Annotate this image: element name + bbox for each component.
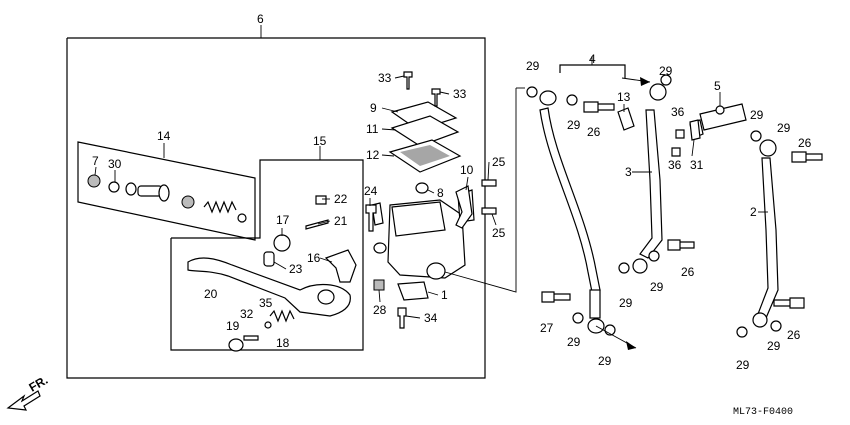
- callout-15: 15: [313, 134, 327, 148]
- callout-29f: 29: [567, 335, 581, 349]
- brake-switch: [397, 281, 429, 301]
- callout-29g: 29: [598, 354, 612, 368]
- callout-10: 10: [460, 163, 474, 177]
- callout-9: 9: [370, 101, 377, 115]
- callout-29c: 29: [659, 64, 673, 78]
- callout-28: 28: [373, 303, 387, 317]
- callout-29i: 29: [767, 339, 781, 353]
- callout-11: 11: [366, 122, 379, 136]
- hose-bracket-4: [559, 56, 626, 78]
- callout-4: 4: [589, 52, 596, 66]
- callout-25a: 25: [492, 155, 506, 169]
- joint-bolts: [671, 119, 701, 157]
- callout-33a: 33: [378, 71, 392, 85]
- callout-23: 23: [289, 262, 303, 276]
- callout-7: 7: [92, 154, 99, 168]
- brake-hose-upper: [539, 90, 605, 334]
- arrow-icon: [626, 77, 650, 350]
- callout-26d: 26: [787, 328, 801, 342]
- front-direction-arrow-icon: [6, 390, 41, 411]
- assembly-14-frame: [77, 141, 256, 241]
- brake-hose-2: [752, 139, 779, 328]
- diagram-code: ML73-F0400: [733, 407, 793, 418]
- callout-34: 34: [424, 311, 438, 325]
- assembly-15-frame: [170, 146, 364, 351]
- banjo-bolts: [541, 101, 823, 309]
- callout-18: 18: [276, 336, 290, 350]
- callout-29d: 29: [619, 296, 633, 310]
- callout-labels: 1 2 3 4 5 6 7 8 9 10 11 12 13 14 15 16 1…: [92, 12, 812, 372]
- callout-5: 5: [714, 79, 721, 93]
- callout-36b: 36: [668, 158, 682, 172]
- callout-26b: 26: [681, 265, 695, 279]
- callout-8: 8: [437, 186, 444, 200]
- callout-21: 21: [334, 214, 348, 228]
- callout-19: 19: [226, 319, 240, 333]
- callout-29e: 29: [650, 280, 664, 294]
- callout-16: 16: [307, 251, 321, 265]
- brake-hose-3: [632, 83, 667, 274]
- callout-26a: 26: [587, 125, 601, 139]
- callout-17: 17: [276, 213, 290, 227]
- small-screws: [365, 71, 497, 329]
- clamp-bracket: [455, 185, 473, 229]
- callout-14: 14: [157, 129, 171, 143]
- callout-3: 3: [625, 165, 632, 179]
- callout-30: 30: [108, 157, 122, 171]
- reservoir-cap-stack: [388, 101, 462, 194]
- piston-kit-parts: [87, 174, 247, 223]
- front-direction-label: FR.: [27, 373, 51, 395]
- callout-29a: 29: [526, 59, 540, 73]
- callout-31: 31: [690, 158, 704, 172]
- callout-26c: 26: [798, 136, 812, 150]
- callout-29j: 29: [736, 358, 750, 372]
- callout-29k: 29: [777, 121, 791, 135]
- callout-12: 12: [366, 148, 380, 162]
- callout-29b: 29: [567, 118, 581, 132]
- lever-pivot-parts: [228, 195, 357, 352]
- callout-35: 35: [259, 296, 273, 310]
- callout-32: 32: [240, 307, 254, 321]
- callout-6: 6: [257, 12, 264, 26]
- callout-20: 20: [204, 287, 218, 301]
- callout-13: 13: [617, 90, 631, 104]
- callout-24: 24: [364, 184, 378, 198]
- assembly-6-frame: [66, 25, 486, 379]
- callout-33b: 33: [453, 87, 467, 101]
- callout-1: 1: [441, 288, 448, 302]
- callout-25b: 25: [492, 226, 506, 240]
- callout-22: 22: [334, 192, 348, 206]
- callout-27: 27: [540, 321, 554, 335]
- callout-36a: 36: [671, 105, 685, 119]
- callout-29h: 29: [750, 108, 764, 122]
- brake-lever: [187, 257, 351, 317]
- label-leader-lines: [94, 75, 768, 319]
- callout-2: 2: [750, 205, 757, 219]
- master-cylinder-body: [371, 189, 475, 280]
